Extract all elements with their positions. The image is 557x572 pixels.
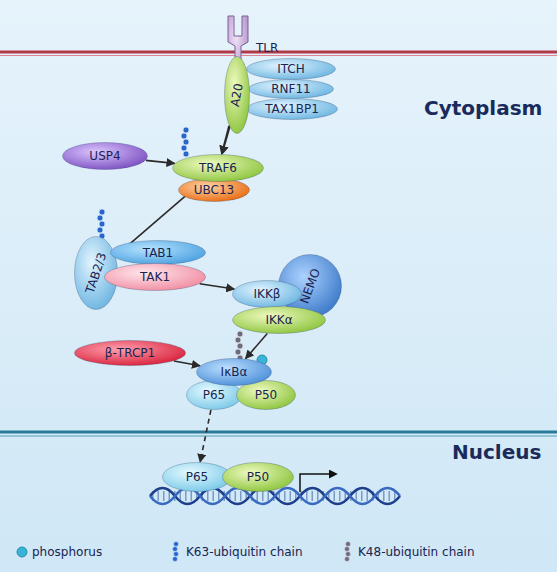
signal-arrow [222,78,244,154]
protein-label: TLR [256,42,278,54]
phosphate-dot [103,285,113,295]
protein-label: TAX1BP1 [265,103,319,115]
cell-membrane [0,55,557,56]
protein-node: TAB1 [110,240,206,265]
protein-node: β-TRCP1 [74,340,186,366]
protein-outline [223,463,294,492]
region-label: Nucleus [452,440,541,464]
protein-node: P65 [162,462,232,492]
signal-arrow [200,284,235,289]
phosphate-dot [257,355,267,365]
k63-ubiquitin-chain [181,127,189,157]
protein-node: IκBα [196,358,272,386]
protein-node: USP4 [62,142,148,170]
legend-k63-icon [173,542,179,562]
k63-ubiquitin-chain [97,209,105,239]
signal-arrow [200,410,211,462]
nuclear-membrane [0,431,557,434]
protein-label: P50 [247,471,270,483]
protein-label: RNF11 [271,83,311,95]
protein-node: IKKβ [232,280,302,308]
legend-label: K63-ubiquitin chain [186,545,303,559]
protein-label: P50 [255,389,278,401]
protein-node: RNF11 [248,79,334,99]
protein-label: β-TRCP1 [105,347,155,359]
protein-node: TAK1 [104,263,206,291]
cell-membrane [0,51,557,54]
signal-arrow [174,361,200,366]
legend-label: phosphorus [32,545,102,559]
nuclear-membrane [0,435,557,437]
protein-label: P65 [186,471,209,483]
protein-outline [187,381,242,410]
protein-node: ITCH [246,58,336,80]
protein-label: TRAF6 [199,162,237,174]
legend-k48-icon [345,542,351,562]
legend-phosphate-icon [17,547,27,557]
protein-label: ITCH [277,63,305,75]
protein-outline [179,179,250,202]
protein-label: TAB1 [143,247,173,259]
protein-outline [111,241,206,265]
protein-node: TRAF6 [172,154,264,182]
region-label: Cytoplasm [424,96,542,120]
signal-arrow [116,181,203,256]
protein-outline [247,59,336,80]
protein-outline [75,341,186,366]
transcription-arrow [300,474,336,492]
protein-node: TAX1BP1 [246,98,338,120]
protein-outline [105,264,206,291]
protein-label: IκBα [221,366,248,378]
protein-outline [163,463,232,492]
protein-outline [233,281,302,308]
protein-outline [237,381,296,410]
legend-label: K48-ubiquitin chain [358,545,475,559]
k48-ubiquitin-chain [235,331,243,361]
signal-arrow [246,334,268,359]
protein-outline [197,359,272,386]
protein-label: IKKα [265,314,292,326]
protein-node: A20 [224,56,250,134]
protein-outline [173,155,264,182]
protein-label: USP4 [89,150,120,162]
protein-outline [63,143,148,170]
protein-label: TAK1 [140,271,170,283]
protein-label: UBC13 [194,184,234,196]
protein-outline [225,57,250,134]
signal-arrow [222,126,229,154]
protein-outline [233,307,326,334]
protein-node: IKKα [232,306,326,334]
protein-label: IKKβ [254,288,281,300]
protein-node: P50 [222,462,294,492]
signal-arrow [146,160,175,163]
protein-outline [247,99,338,120]
protein-label: P65 [203,389,226,401]
protein-outline [249,80,334,99]
